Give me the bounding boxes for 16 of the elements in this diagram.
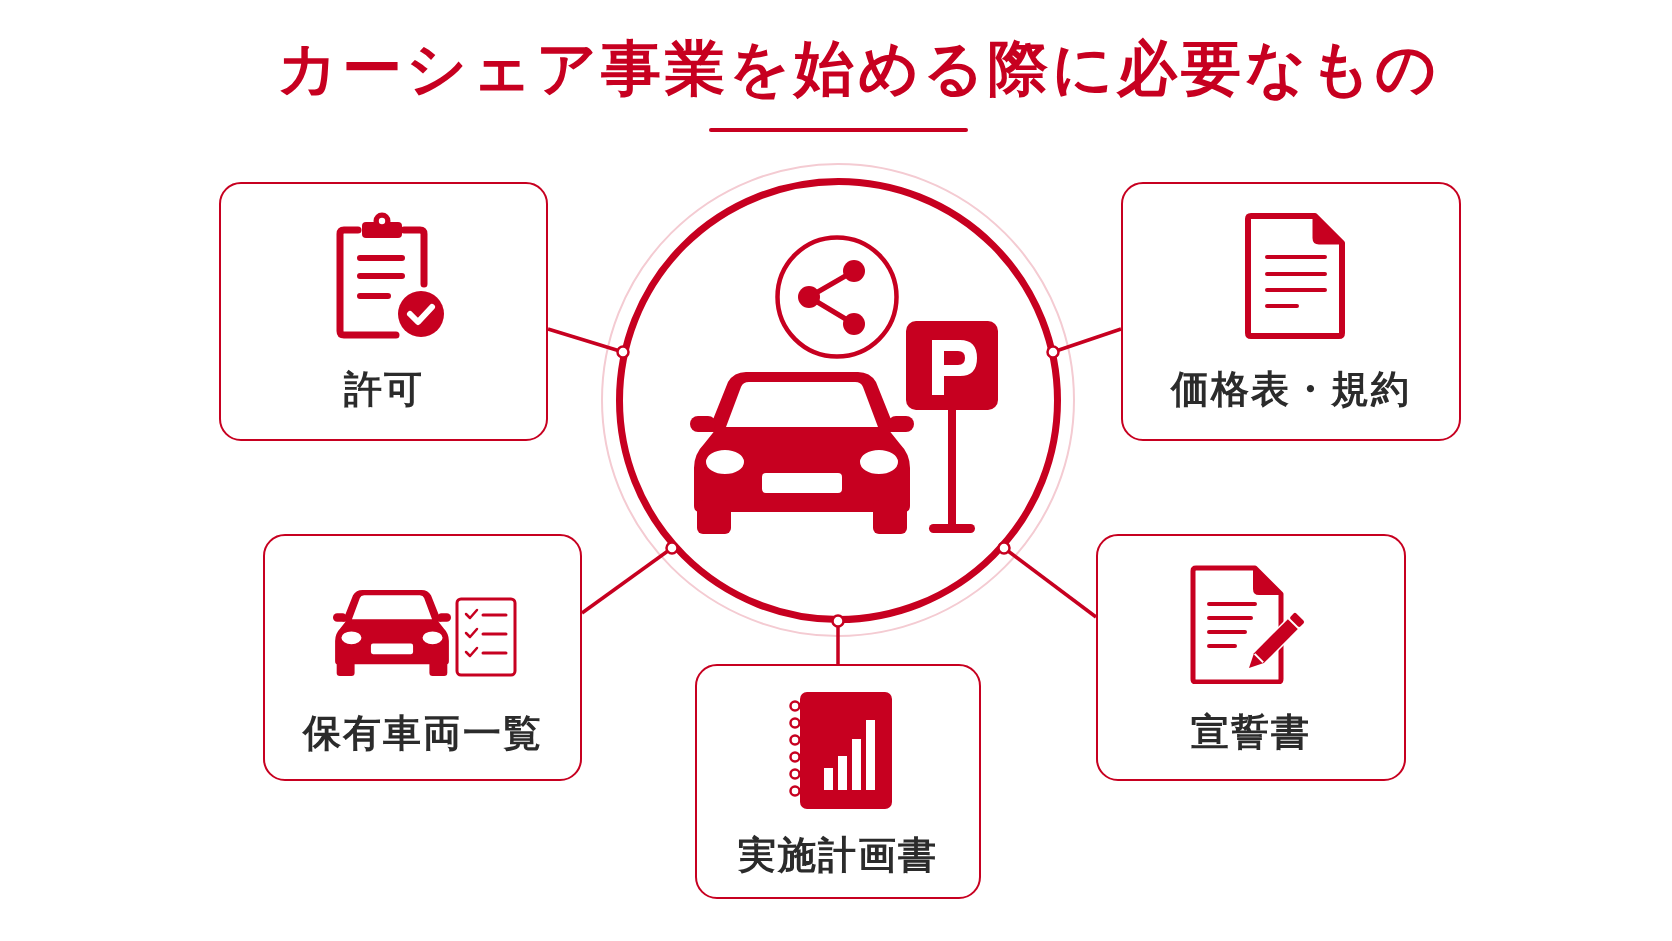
title: カーシェア事業を始める際に必要なもの xyxy=(276,33,1440,103)
item-card xyxy=(1121,182,1461,441)
connector-line xyxy=(547,327,630,359)
item-card xyxy=(695,664,981,899)
connector-line xyxy=(831,614,845,664)
item-label: 宣誓書 xyxy=(1191,709,1311,755)
connector-line xyxy=(580,541,679,615)
connector-line xyxy=(1046,327,1122,359)
item-card xyxy=(1096,534,1406,781)
item-label: 保有車両一覧 xyxy=(302,710,543,756)
connector-line xyxy=(997,541,1098,619)
item-label: 実施計画書 xyxy=(738,832,938,878)
item-label: 許可 xyxy=(343,366,424,412)
item-card xyxy=(263,534,582,781)
item-card xyxy=(219,182,548,441)
item-label: 価格表・規約 xyxy=(1171,366,1411,412)
